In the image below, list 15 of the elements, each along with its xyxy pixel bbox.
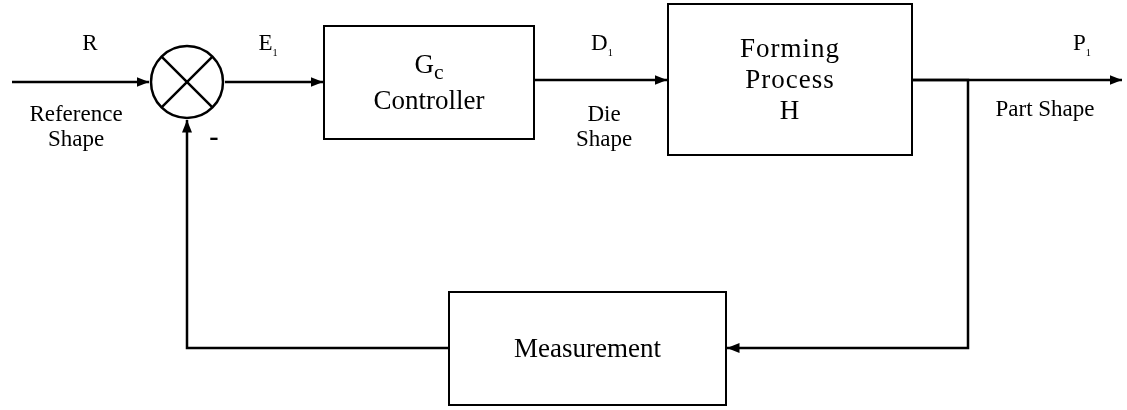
arrow bbox=[535, 75, 667, 85]
arrow bbox=[225, 77, 323, 87]
block-label: Forming Process bbox=[739, 32, 841, 95]
process-block bbox=[667, 3, 913, 156]
transfer-function-symbol: H bbox=[779, 95, 801, 127]
arrow bbox=[727, 78, 970, 353]
minus-sign: - bbox=[208, 121, 220, 152]
summing-junction bbox=[149, 44, 225, 120]
arrow bbox=[182, 120, 448, 350]
controller-block bbox=[323, 25, 535, 140]
block-label: Measurement bbox=[514, 332, 661, 364]
arrow bbox=[12, 77, 149, 87]
transfer-function-symbol: G$_{c}$ bbox=[414, 48, 444, 86]
block-label: Controller bbox=[373, 85, 485, 117]
measurement-block bbox=[448, 291, 727, 406]
